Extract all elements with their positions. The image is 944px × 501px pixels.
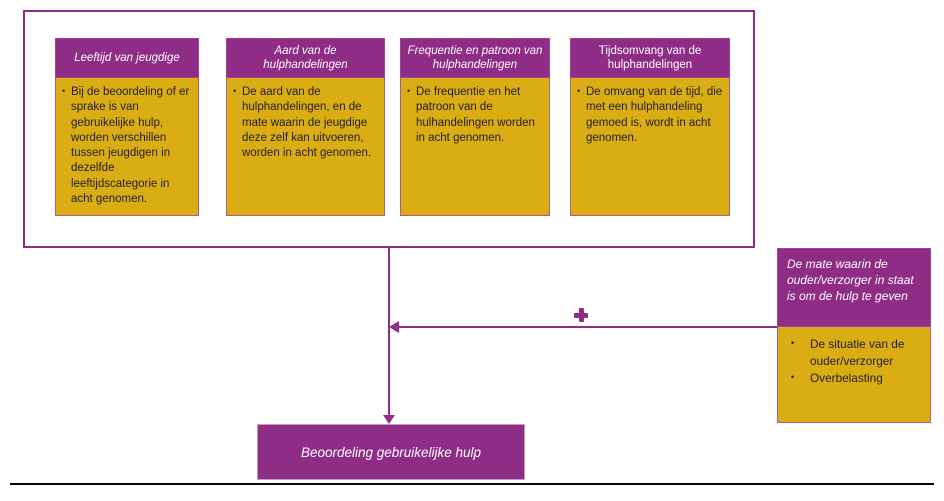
factor-body: Bij de beoordeling of er sprake is van g… — [55, 78, 199, 216]
arrow-down-icon — [383, 415, 395, 424]
factor-title: Tijdsomvang van de hulphandelingen — [570, 38, 730, 78]
side-box-ouder-verzorger: De mate waarin de ouder/verzorger in sta… — [777, 248, 931, 423]
factor-title: Aard van de hulphandelingen — [226, 38, 385, 78]
factor-title: Frequentie en patroon van hulphandelinge… — [400, 38, 550, 78]
factor-box-tijdsomvang: Tijdsomvang van de hulphandelingen De om… — [570, 38, 730, 216]
bullet-item: De situatie van de ouder/verzorger — [788, 336, 922, 370]
factor-box-aard: Aard van de hulphandelingen De aard van … — [226, 38, 385, 216]
factor-box-frequentie: Frequentie en patroon van hulphandelinge… — [400, 38, 550, 216]
factor-body: De aard van de hulphandelingen, en de ma… — [226, 78, 385, 216]
side-box-body: De situatie van de ouder/verzorger Overb… — [777, 327, 931, 423]
bottom-divider — [10, 483, 934, 485]
bullet-item: De omvang van de tijd, die met een hulph… — [577, 85, 723, 146]
factor-body: De frequentie en het patroon van de hulh… — [400, 78, 550, 216]
bullet-item: De aard van de hulphandelingen, en de ma… — [233, 85, 378, 161]
factor-box-leeftijd: Leeftijd van jeugdige Bij de beoordeling… — [55, 38, 199, 216]
bullet-item: Overbelasting — [788, 370, 922, 387]
bullet-item: De frequentie en het patroon van de hulh… — [407, 85, 543, 146]
bullet-item: Bij de beoordeling of er sprake is van g… — [62, 85, 192, 207]
result-box-label: Beoordeling gebruikelijke hulp — [300, 444, 482, 460]
plus-icon-bar — [579, 308, 584, 322]
connector-horizontal-line — [397, 326, 777, 328]
result-box: Beoordeling gebruikelijke hulp — [257, 424, 525, 480]
arrow-left-icon — [389, 321, 399, 333]
factor-body: De omvang van de tijd, die met een hulph… — [570, 78, 730, 216]
plus-icon — [574, 308, 588, 322]
connector-vertical-line — [388, 248, 390, 418]
side-box-title: De mate waarin de ouder/verzorger in sta… — [777, 248, 931, 327]
factor-title: Leeftijd van jeugdige — [55, 38, 199, 78]
